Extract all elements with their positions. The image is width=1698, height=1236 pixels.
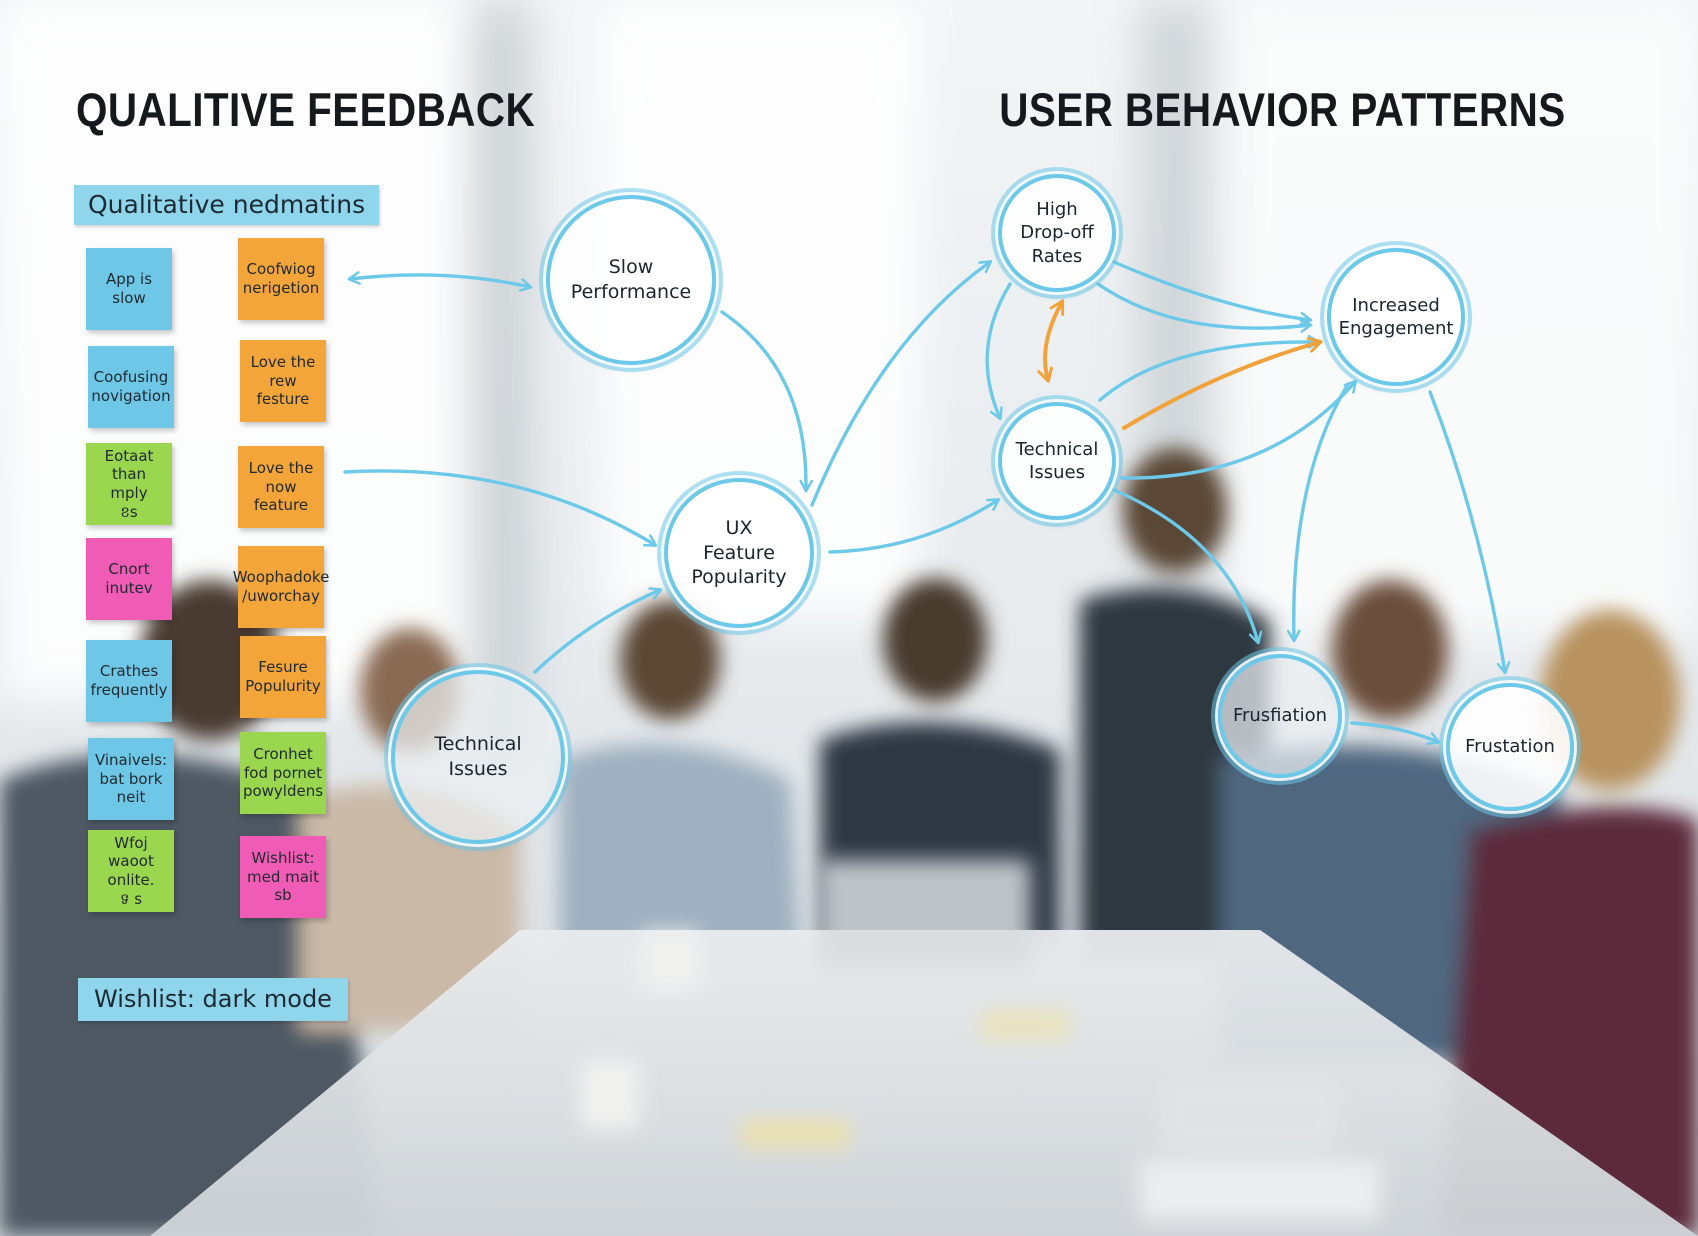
- node-increased-engagement: Increased Engagement: [1327, 248, 1465, 386]
- sticky-note: Coofusing novigation: [88, 346, 174, 428]
- node-slow-performance: Slow Performance: [546, 195, 716, 365]
- sticky-note: App is slow: [86, 248, 172, 330]
- sticky-note: Vinaivels: bat bork neit: [88, 738, 174, 820]
- sticky-note: Love the rew festure: [240, 340, 326, 422]
- sticky-note: Woophadoke /uworchay: [238, 546, 324, 628]
- sticky-note: Coofwiog nerigetion: [238, 238, 324, 320]
- node-technical-issues-left: Technical Issues: [391, 670, 565, 844]
- sticky-note: Fesure Populurity: [240, 636, 326, 718]
- sticky-note: Cronhet fod pornet powyldens: [240, 732, 326, 814]
- node-technical-issues-right: Technical Issues: [998, 402, 1116, 520]
- node-high-drop-off-rates: High Drop-off Rates: [998, 174, 1116, 292]
- node-frustation-a: Frusfiation: [1218, 654, 1342, 778]
- heading-user-behavior-patterns: USER BEHAVIOR PATTERNS: [1000, 82, 1566, 137]
- node-ux-feature-popularity: UX Feature Popularity: [664, 478, 814, 628]
- sticky-note: Eotaat than mply ខs: [86, 443, 172, 525]
- sticky-note: Wfoj waoot onlite. ទ s: [88, 830, 174, 912]
- sticky-note: Love the now feature: [238, 446, 324, 528]
- wishlist-label: Wishlist: dark mode: [78, 978, 348, 1021]
- qualitative-label: Qualitative nedmatins: [74, 185, 379, 225]
- node-frustation-b: Frustation: [1446, 683, 1574, 811]
- sticky-note: Wishlist: med mait sb: [240, 836, 326, 918]
- sticky-note: Cnort inutev: [86, 538, 172, 620]
- heading-qualitive-feedback: QUALITIVE FEEDBACK: [76, 82, 535, 137]
- sticky-note: Crathes frequently: [86, 640, 172, 722]
